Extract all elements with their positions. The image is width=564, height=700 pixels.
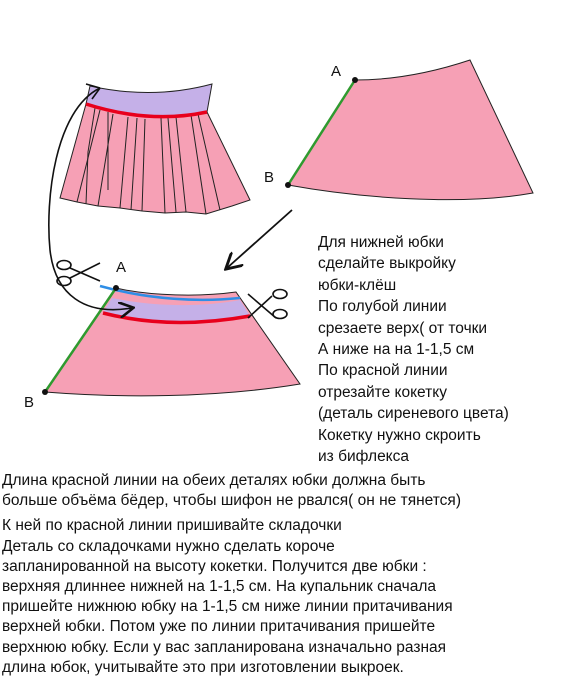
paragraph-line: пришейте нижнюю юбку на 1-1,5 см ниже ли… [2, 598, 453, 616]
pleated-skirt-red-line [85, 102, 208, 119]
paragraph-line: Деталь со складочками нужно сделать коро… [2, 537, 335, 555]
skirt-pattern-diagram [42, 59, 534, 397]
flared-skirt-with-yoke [42, 284, 301, 397]
instruction-line: из бифлекса [318, 448, 410, 466]
point-a-right [352, 77, 358, 83]
instructions-text: Для нижней юбки сделайте выкройку юбки-к… [318, 232, 558, 467]
instruction-line: Для нижней юбки [318, 234, 444, 251]
paragraph-line: верхнюю юбку. Если у вас запланирована и… [2, 638, 447, 656]
pleated-skirt [59, 83, 251, 215]
pleated-skirt-body [59, 103, 251, 215]
point-b-right [285, 182, 291, 188]
instruction-line: А ниже на на 1-1,5 см [318, 341, 475, 359]
paragraph-line: длина юбок, учитывайте это при изготовле… [2, 658, 404, 676]
curved-arrow [48, 87, 132, 310]
instruction-line: По голубой линии [318, 298, 447, 316]
point-b-right-label: B [264, 169, 275, 186]
bottom-skirt-green-edge [43, 287, 118, 393]
bottom-paragraph: Длина красной линии на обеих деталях юбк… [2, 471, 562, 678]
point-a-bottom-label: A [116, 259, 127, 276]
instruction-line: сделайте выкройку [318, 255, 456, 273]
flared-skirt-piece [285, 59, 534, 201]
pleat-lines [76, 107, 221, 215]
paragraph-line: К ней по красной линии пришивайте складо… [2, 517, 342, 535]
instruction-line: отрезайте кокетку [318, 383, 447, 401]
paragraph-line: верхней юбки. Потом уже по линии притачи… [2, 618, 436, 636]
point-a-bottom [113, 285, 119, 291]
point-a-right-label: A [331, 63, 342, 80]
flared-skirt-green-edge [286, 79, 357, 186]
bottom-skirt-yoke [103, 298, 250, 322]
paragraph-line: верхняя длиннее нижней на 1-1,5 см. На к… [2, 578, 437, 596]
paragraph-line: запланированной на высоту кокетки. Получ… [2, 557, 427, 575]
instruction-line: юбки-клёш [318, 276, 397, 294]
curved-arrow-top-hook [85, 83, 101, 100]
flared-skirt-body [287, 59, 534, 201]
scissors-icon [56, 259, 101, 287]
point-b-bottom-label: B [24, 394, 35, 411]
point-b-bottom [42, 389, 48, 395]
instruction-line: (деталь сиреневого цвета) [318, 405, 509, 423]
instruction-line: Кокетку нужно скроить [318, 426, 481, 444]
scissors-icon [247, 288, 288, 320]
instruction-line: По красной линии [318, 362, 448, 380]
paragraph-line: Длина красной линии на обеих деталях юбк… [2, 472, 426, 489]
instruction-line: срезаете верх( от точки [318, 319, 488, 337]
paragraph-line: больше объёма бёдер, чтобы шифон не рвал… [2, 492, 461, 510]
arrow-icon [227, 209, 293, 268]
